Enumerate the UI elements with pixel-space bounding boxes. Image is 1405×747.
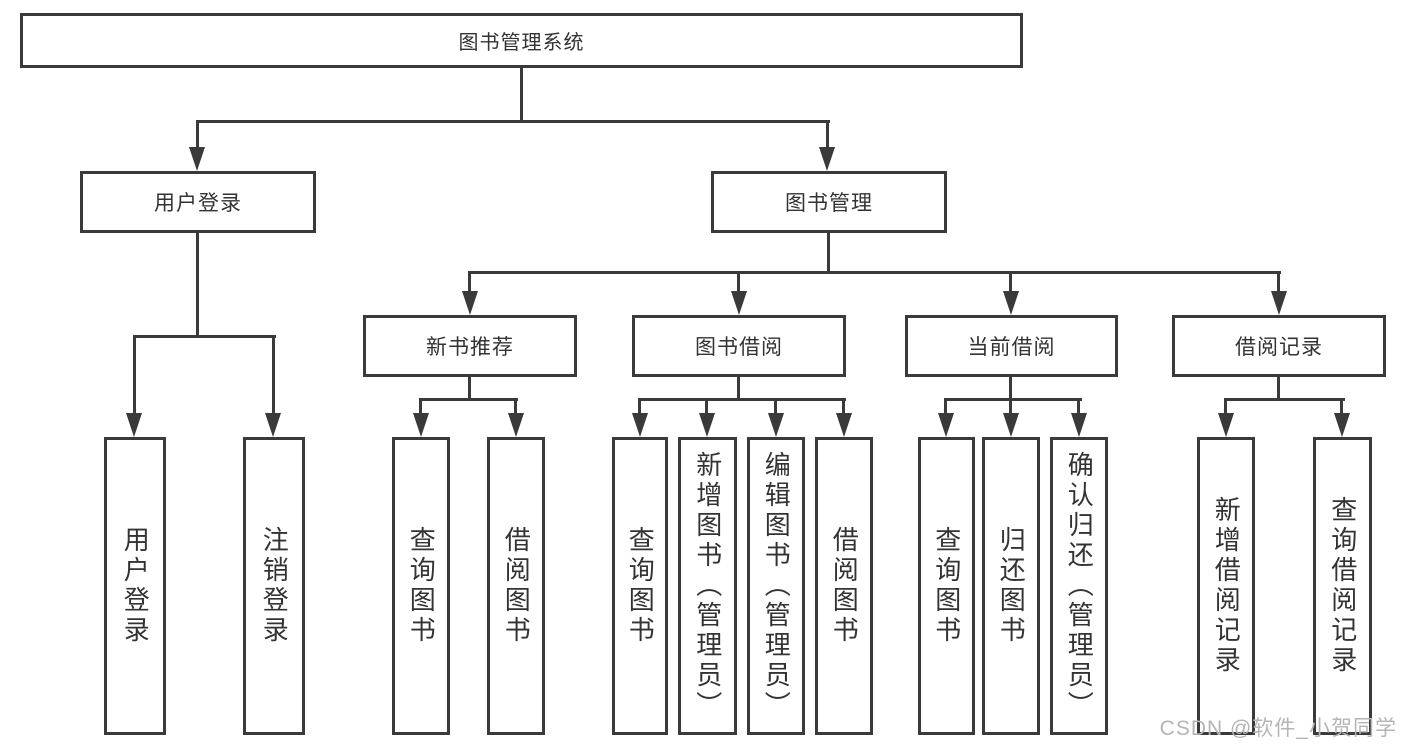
node-book-management-branch: 图书管理 — [711, 171, 947, 233]
arrowhead-icon — [819, 147, 835, 171]
node-borrow-records: 借阅记录 — [1172, 315, 1386, 377]
leaf-query-borrow-record: 查询借阅记录 — [1313, 437, 1372, 735]
leaf-user-login-label: 用户登录 — [120, 526, 151, 646]
connector-line — [827, 233, 830, 273]
arrowhead-icon — [508, 413, 524, 437]
arrowhead-icon — [731, 291, 747, 315]
connector-line — [1277, 271, 1280, 294]
arrowhead-icon — [768, 413, 784, 437]
connector-line — [1009, 377, 1012, 400]
leaf-return-books-label: 归还图书 — [996, 526, 1027, 646]
connector-line — [133, 335, 276, 338]
connector-line — [826, 120, 829, 150]
arrowhead-icon — [1003, 413, 1019, 437]
leaf-query-borrow-record-label: 查询借阅记录 — [1327, 496, 1358, 676]
connector-line — [842, 398, 845, 416]
connector-line — [944, 398, 1082, 401]
connector-line — [1224, 398, 1345, 401]
leaf-query-books-3: 查询图书 — [918, 437, 975, 735]
connector-line — [737, 377, 740, 400]
leaf-add-books-admin: 新增图书（管理员） — [678, 437, 737, 735]
connector-line — [638, 398, 846, 401]
arrowhead-icon — [1334, 413, 1350, 437]
node-borrow-records-label: 借阅记录 — [1235, 336, 1323, 359]
arrowhead-icon — [1071, 413, 1087, 437]
leaf-logout-label: 注销登录 — [259, 526, 290, 646]
connector-line — [196, 120, 199, 150]
connector-line — [774, 398, 777, 416]
node-new-book-recommend: 新书推荐 — [363, 315, 577, 377]
leaf-query-books-2: 查询图书 — [612, 437, 668, 735]
leaf-borrow-books-1: 借阅图书 — [487, 437, 545, 735]
node-user-login-branch: 用户登录 — [80, 171, 316, 233]
leaf-query-books-3-label: 查询图书 — [931, 526, 962, 646]
arrowhead-icon — [265, 413, 281, 437]
connector-line — [1277, 377, 1280, 400]
arrowhead-icon — [1271, 291, 1287, 315]
connector-line — [1077, 398, 1080, 416]
arrowhead-icon — [189, 147, 205, 171]
connector-line — [1224, 398, 1227, 416]
leaf-borrow-books-1-label: 借阅图书 — [501, 526, 532, 646]
connector-line — [1340, 398, 1343, 416]
connector-line — [419, 398, 518, 401]
leaf-query-books-1-label: 查询图书 — [406, 526, 437, 646]
arrowhead-icon — [1003, 291, 1019, 315]
arrowhead-icon — [699, 413, 715, 437]
leaf-user-login: 用户登录 — [104, 437, 166, 735]
connector-line — [705, 398, 708, 416]
node-current-borrow: 当前借阅 — [905, 315, 1118, 377]
node-book-borrow-label: 图书借阅 — [695, 336, 783, 359]
node-root-label: 图书管理系统 — [458, 32, 585, 54]
connector-line — [638, 398, 641, 416]
leaf-add-borrow-record: 新增借阅记录 — [1197, 437, 1255, 735]
connector-line — [133, 335, 136, 415]
leaf-confirm-return-admin: 确认归还（管理员） — [1050, 437, 1108, 735]
leaf-borrow-books-2: 借阅图书 — [815, 437, 873, 735]
connector-line — [737, 271, 740, 294]
connector-line — [1009, 271, 1012, 294]
arrowhead-icon — [1218, 413, 1234, 437]
connector-line — [944, 398, 947, 416]
connector-line — [520, 68, 523, 121]
connector-line — [468, 271, 1281, 274]
leaf-return-books: 归还图书 — [982, 437, 1040, 735]
connector-line — [514, 398, 517, 416]
node-book-management-branch-label: 图书管理 — [785, 192, 873, 215]
connector-line — [196, 233, 199, 336]
arrowhead-icon — [462, 291, 478, 315]
leaf-edit-books-admin-label: 编辑图书（管理员） — [761, 451, 792, 721]
leaf-query-books-1: 查询图书 — [392, 437, 450, 735]
connector-line — [468, 377, 471, 400]
arrowhead-icon — [413, 413, 429, 437]
arrowhead-icon — [632, 413, 648, 437]
node-new-book-recommend-label: 新书推荐 — [426, 336, 514, 359]
leaf-add-borrow-record-label: 新增借阅记录 — [1211, 496, 1242, 676]
connector-line — [272, 335, 275, 415]
node-root: 图书管理系统 — [20, 13, 1023, 68]
connector-line — [419, 398, 422, 416]
leaf-add-books-admin-label: 新增图书（管理员） — [692, 451, 723, 721]
node-book-borrow: 图书借阅 — [632, 315, 846, 377]
connector-line — [196, 120, 830, 123]
node-user-login-branch-label: 用户登录 — [154, 192, 242, 215]
arrowhead-icon — [126, 413, 142, 437]
leaf-query-books-2-label: 查询图书 — [625, 526, 656, 646]
arrowhead-icon — [836, 413, 852, 437]
connector-line — [468, 271, 471, 294]
connector-line — [1009, 398, 1012, 416]
leaf-edit-books-admin: 编辑图书（管理员） — [747, 437, 805, 735]
leaf-borrow-books-2-label: 借阅图书 — [829, 526, 860, 646]
csdn-watermark: CSDN @软件_小贺同学 — [1159, 717, 1397, 740]
node-current-borrow-label: 当前借阅 — [967, 336, 1056, 359]
leaf-logout: 注销登录 — [243, 437, 305, 735]
leaf-confirm-return-admin-label: 确认归还（管理员） — [1064, 451, 1095, 721]
arrowhead-icon — [938, 413, 954, 437]
